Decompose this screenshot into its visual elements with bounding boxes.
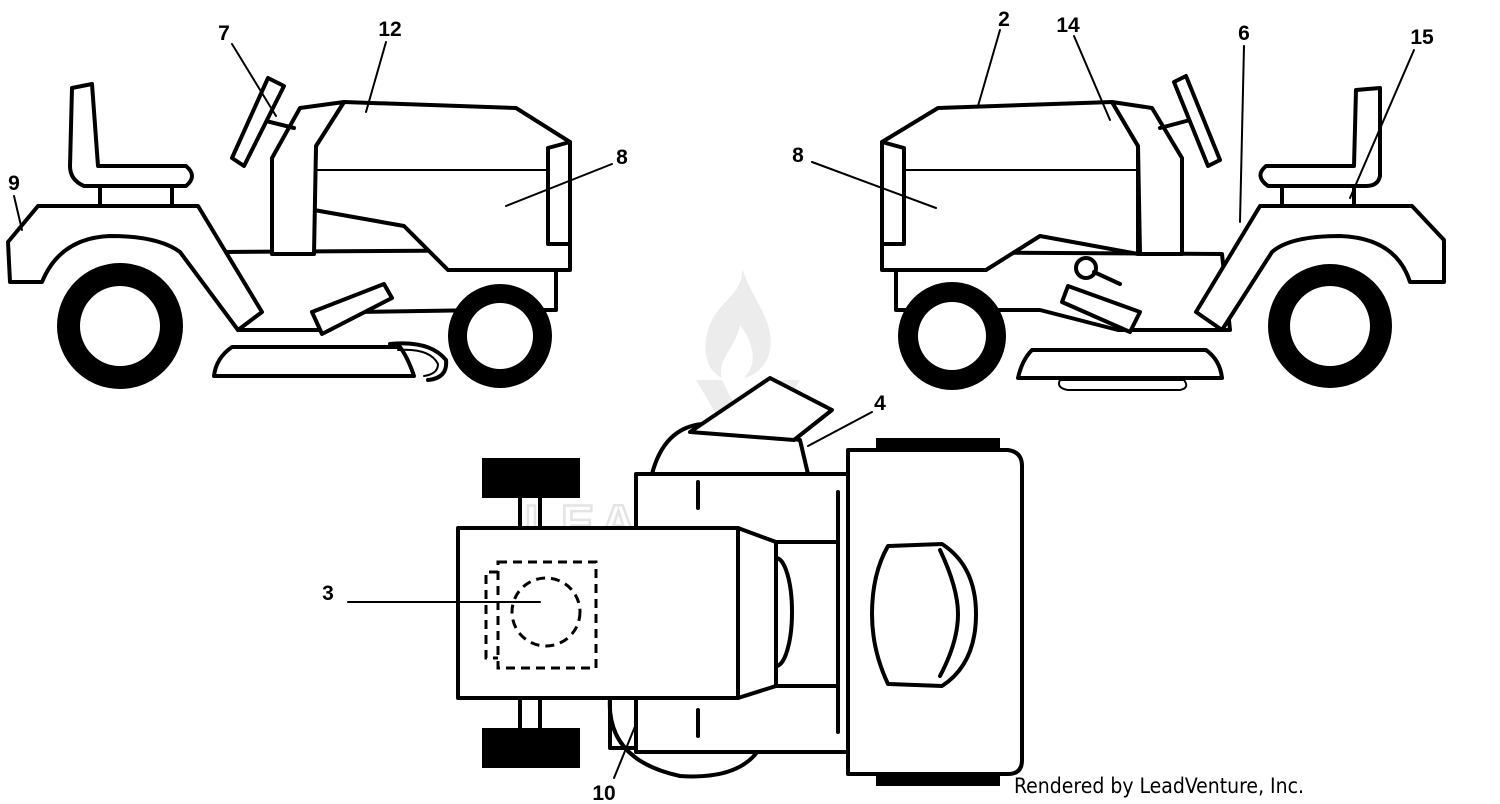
seat-top-back [938, 548, 960, 678]
leader-12 [365, 41, 387, 113]
leader-lines [13, 29, 1415, 779]
lever-knob [1074, 256, 1098, 280]
top-view [456, 376, 1024, 786]
leader-2 [977, 29, 1001, 107]
seat-right [1258, 86, 1382, 188]
deck-chute-inner [397, 348, 440, 377]
front-axle-bottom [518, 696, 542, 730]
hood-right [880, 100, 1140, 272]
front-tire-top [482, 458, 580, 498]
leader-14 [1073, 35, 1111, 121]
left-side-view [6, 76, 572, 389]
front-wheel-hub [467, 303, 533, 369]
engine-outline-offset [484, 570, 498, 660]
leader-4 [807, 411, 873, 447]
rear-fender [6, 204, 264, 332]
discharge-chute [688, 376, 834, 442]
front-wheel-hub-right [918, 302, 986, 370]
leader-8-right [811, 161, 937, 209]
callout-8-left: 8 [616, 146, 628, 169]
deck-chute [388, 341, 449, 382]
callout-9: 9 [8, 172, 20, 195]
engine-outline [496, 560, 598, 670]
deck-chute-right [1058, 379, 1188, 391]
steering-column-right [1158, 118, 1192, 130]
seat-post-right [1280, 184, 1356, 208]
leader-6 [1239, 45, 1245, 223]
rear-fender-right [1194, 204, 1446, 332]
seat-top [870, 542, 978, 688]
leader-8-left [505, 163, 613, 207]
leader-10 [613, 723, 637, 779]
engine-cylinder [510, 576, 582, 648]
callout-6: 6 [1238, 22, 1250, 45]
lever-handle [1092, 270, 1122, 286]
callout-3: 3 [322, 582, 334, 605]
callout-14: 14 [1056, 14, 1080, 37]
dash-panel-right [1110, 100, 1184, 256]
rear-wheel-hub [80, 286, 160, 366]
callout-2: 2 [998, 8, 1010, 31]
hood-top [456, 526, 778, 700]
front-tire-bottom [482, 728, 580, 768]
steering-wheel [230, 76, 286, 168]
seat-post [98, 184, 174, 208]
callout-labels: 7 12 9 8 2 14 6 15 8 4 3 10 [8, 8, 1434, 804]
leader-7 [231, 43, 277, 117]
foot-pedal [310, 282, 394, 336]
front-axle-top [518, 496, 542, 530]
rear-wheel-hub-right [1290, 286, 1370, 366]
callout-12: 12 [378, 18, 401, 41]
hood [312, 100, 572, 272]
dash-panel [270, 100, 346, 256]
callout-10: 10 [592, 782, 615, 804]
hood-grille [546, 140, 572, 246]
callout-7: 7 [218, 22, 230, 45]
mower-deck [212, 345, 416, 378]
deck-round-bottom [607, 696, 762, 779]
callout-4: 4 [874, 392, 886, 415]
leader-9 [13, 195, 23, 231]
watermark-flame-icon [705, 268, 771, 378]
credit-text: Rendered by LeadVenture, Inc. [1014, 774, 1304, 798]
seat [68, 82, 194, 188]
steering-wheel-right [1172, 74, 1222, 168]
leader-15 [1349, 49, 1415, 199]
mower-deck-right [1016, 348, 1224, 380]
foot-pedal-right [1060, 284, 1142, 334]
callout-15: 15 [1410, 26, 1434, 49]
callout-8-right: 8 [792, 144, 804, 167]
right-side-view [880, 74, 1446, 391]
